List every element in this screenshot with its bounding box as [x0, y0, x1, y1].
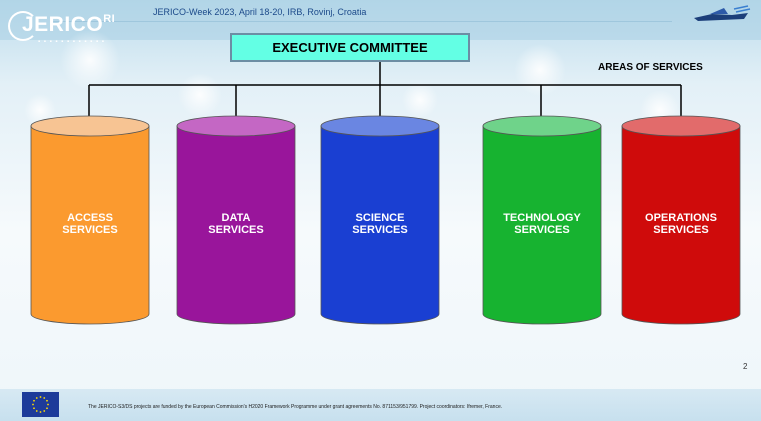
cylinder-top	[320, 115, 440, 137]
technology-services-cylinder: TECHNOLOGY SERVICES	[482, 115, 602, 326]
cylinder-top	[30, 115, 150, 137]
funding-statement: The JERICO-S3/DS projects are funded by …	[88, 404, 503, 410]
operations-services-cylinder: OPERATIONS SERVICES	[621, 115, 741, 326]
service-label: SCIENCE SERVICES	[352, 212, 408, 236]
science-services-cylinder: SCIENCE SERVICES	[320, 115, 440, 326]
header-divider	[52, 21, 672, 22]
cylinder-body	[621, 125, 741, 325]
cylinder-top	[621, 115, 741, 137]
logo-suffix: RI	[103, 13, 116, 25]
cylinder-top	[482, 115, 602, 137]
access-services-cylinder: ACCESS SERVICES	[30, 115, 150, 326]
cylinder-body	[320, 125, 440, 325]
event-title: JERICO-Week 2023, April 18-20, IRB, Rovi…	[153, 7, 367, 17]
service-label: ACCESS SERVICES	[62, 212, 118, 236]
eu-flag-icon	[22, 392, 59, 417]
cylinder-body	[176, 125, 296, 325]
service-label: OPERATIONS SERVICES	[645, 212, 717, 236]
data-services-cylinder: DATA SERVICES	[176, 115, 296, 326]
executive-committee-box: EXECUTIVE COMMITTEE	[230, 33, 470, 62]
service-label: DATA SERVICES	[208, 212, 264, 236]
footer-bar	[0, 389, 761, 421]
service-label: TECHNOLOGY SERVICES	[503, 212, 581, 236]
cylinder-body	[30, 125, 150, 325]
cylinder-top	[176, 115, 296, 137]
cylinder-body	[482, 125, 602, 325]
areas-of-services-title: AREAS OF SERVICES	[598, 62, 703, 73]
logo-text: JERICO	[22, 13, 104, 36]
page-number: 2	[743, 362, 748, 371]
jerico-logo: JERICORI ▪ ▪ ▪ ▪ ▪ ▪ ▪ ▪ ▪ ▪ ▪ ▪	[8, 8, 148, 45]
logo-decoration: ▪ ▪ ▪ ▪ ▪ ▪ ▪ ▪ ▪ ▪ ▪ ▪	[38, 39, 105, 45]
logo-circle-icon	[8, 11, 38, 41]
boat-icon	[694, 5, 751, 21]
executive-committee-label: EXECUTIVE COMMITTEE	[272, 40, 428, 55]
